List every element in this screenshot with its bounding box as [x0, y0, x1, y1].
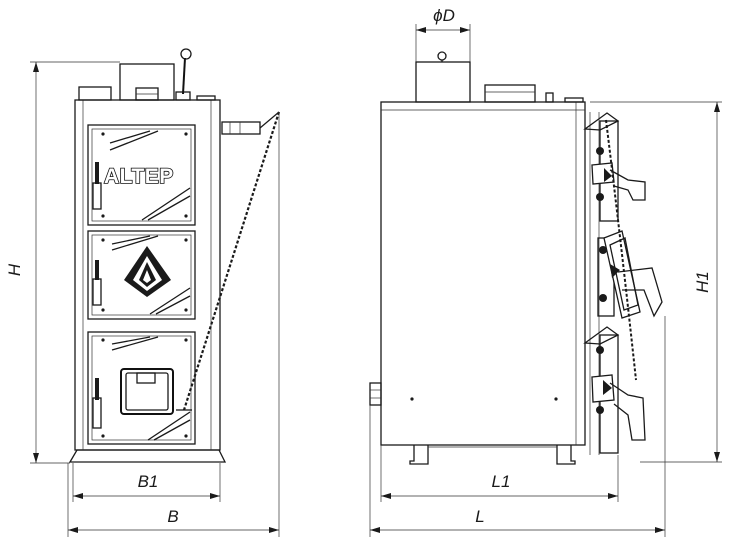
- front-flue-outlet: [119, 63, 175, 101]
- dim-label-h1: H1: [693, 271, 712, 293]
- front-view: ALTEP: [68, 48, 281, 463]
- dim-label-l: L: [475, 507, 484, 526]
- draft-regulator: [221, 121, 261, 135]
- air-damper: [120, 368, 174, 415]
- loading-door: ALTEP: [87, 124, 196, 226]
- side-flue-outlet: [415, 61, 471, 103]
- side-body: [380, 101, 586, 446]
- side-ash-door: [583, 326, 646, 454]
- side-view: [369, 51, 663, 465]
- dim-label-b1: B1: [138, 472, 159, 491]
- side-chain: [605, 119, 637, 381]
- brand-label: ALTEP: [104, 165, 174, 188]
- ash-door: [87, 331, 196, 445]
- dimension-lines: [30, 24, 722, 537]
- dim-label-l1: L1: [492, 472, 511, 491]
- dim-label-phi-d: ϕD: [433, 6, 455, 25]
- side-middle-door: [597, 230, 663, 319]
- front-base-plate: [68, 449, 227, 463]
- regulator-chain: [182, 111, 281, 411]
- middle-door: [87, 230, 196, 320]
- dim-label-b: B: [167, 507, 178, 526]
- brand-logo: [124, 246, 171, 297]
- side-loading-door: [583, 112, 646, 222]
- dim-label-h: H: [5, 263, 24, 276]
